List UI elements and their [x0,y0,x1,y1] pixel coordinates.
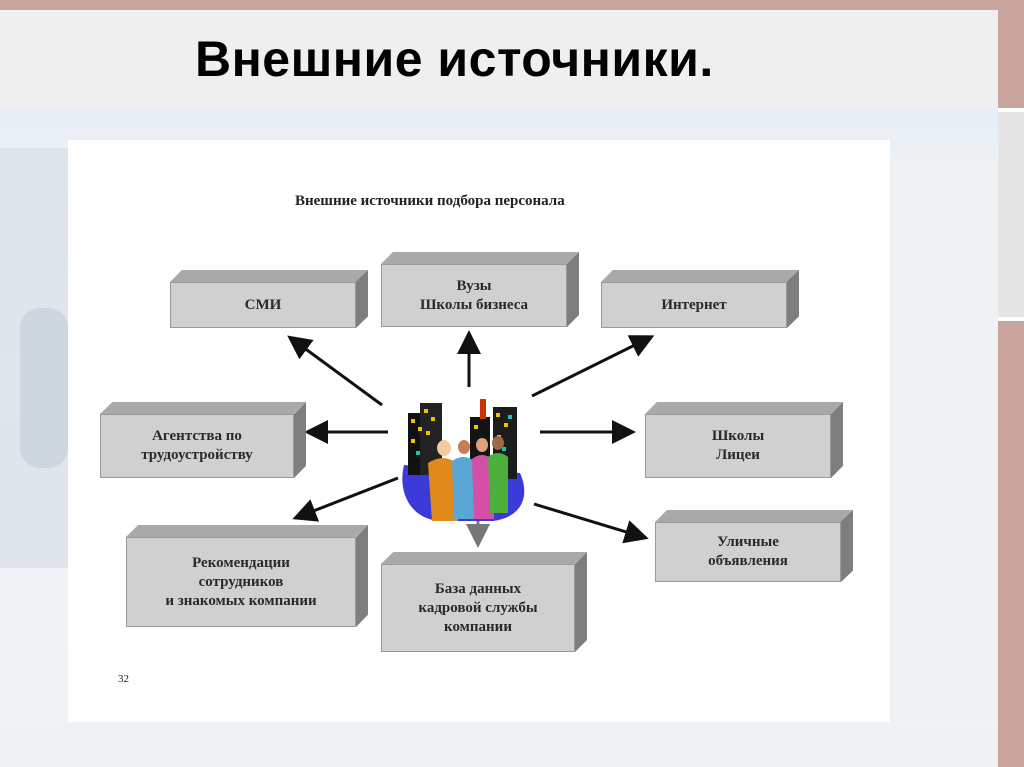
node-schools: Школы Лицеи [645,402,843,478]
node-label: Школы Лицеи [711,428,765,463]
node-label: Рекомендации сотрудников и знакомых комп… [165,554,317,609]
node-database: База данных кадровой службы компании [381,552,587,652]
node-vuzy: Вузы Школы бизнеса [381,252,579,327]
node-label: Агентства по трудоустройству [141,428,253,463]
node-label: Интернет [661,296,727,313]
right-accent-strip [998,112,1024,317]
node-recommend: Рекомендации сотрудников и знакомых комп… [126,525,368,627]
node-label: СМИ [244,296,282,313]
page-number: 32 [118,673,129,685]
arrow-to-recommend [292,476,399,522]
top-accent-bar [0,0,1024,10]
node-smi: СМИ [170,270,368,328]
node-label: Уличные объявления [708,534,788,569]
node-agency: Агентства по трудоустройству [100,402,306,478]
people-city-clipart-icon [402,399,525,521]
node-label: Вузы Школы бизнеса [419,277,529,313]
node-label: База данных кадровой службы компании [418,580,538,635]
right-accent-strip [998,321,1024,767]
node-internet: Интернет [601,270,799,328]
title-band [0,10,998,108]
right-accent-strip [998,10,1024,108]
slide-title: Внешние источники. [195,31,714,87]
arrow-to-internet [531,335,655,398]
arrow-to-street [533,502,649,544]
diagram-title: Внешние источники подбора персонала [295,193,565,209]
node-street: Уличные объявления [655,510,853,582]
arrow-to-smi [287,335,383,407]
